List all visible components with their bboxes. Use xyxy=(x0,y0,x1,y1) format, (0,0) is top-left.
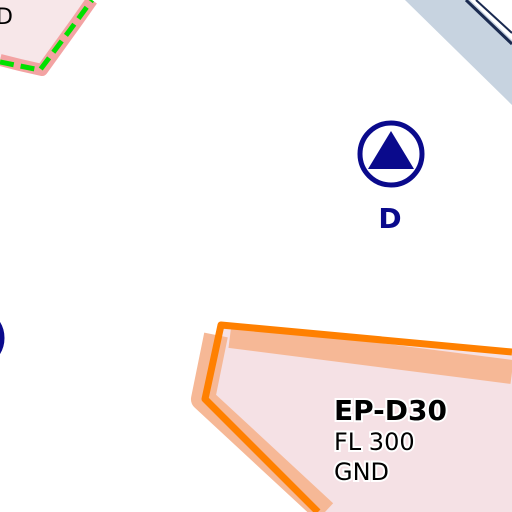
navaid-label: D xyxy=(378,202,401,235)
zone-ep-d30-name: EP-D30 xyxy=(334,394,447,427)
zone-ep-d30-upper-limit: FL 300 xyxy=(334,428,415,456)
navaid-partial-left xyxy=(0,322,5,354)
navaid-ring-icon xyxy=(0,322,5,354)
zone-top-left[interactable]: D xyxy=(0,0,97,76)
airway-band xyxy=(405,0,512,105)
zone-ep-d30-lower-limit: GND xyxy=(334,458,389,486)
zone-top-left-label: D xyxy=(0,5,13,30)
navaid-symbol[interactable]: D xyxy=(357,120,425,235)
navaid-triangle-icon xyxy=(368,131,414,169)
zone-ep-d30[interactable]: EP-D30 FL 300 GND xyxy=(191,321,512,512)
dashed-boundary xyxy=(0,0,95,73)
